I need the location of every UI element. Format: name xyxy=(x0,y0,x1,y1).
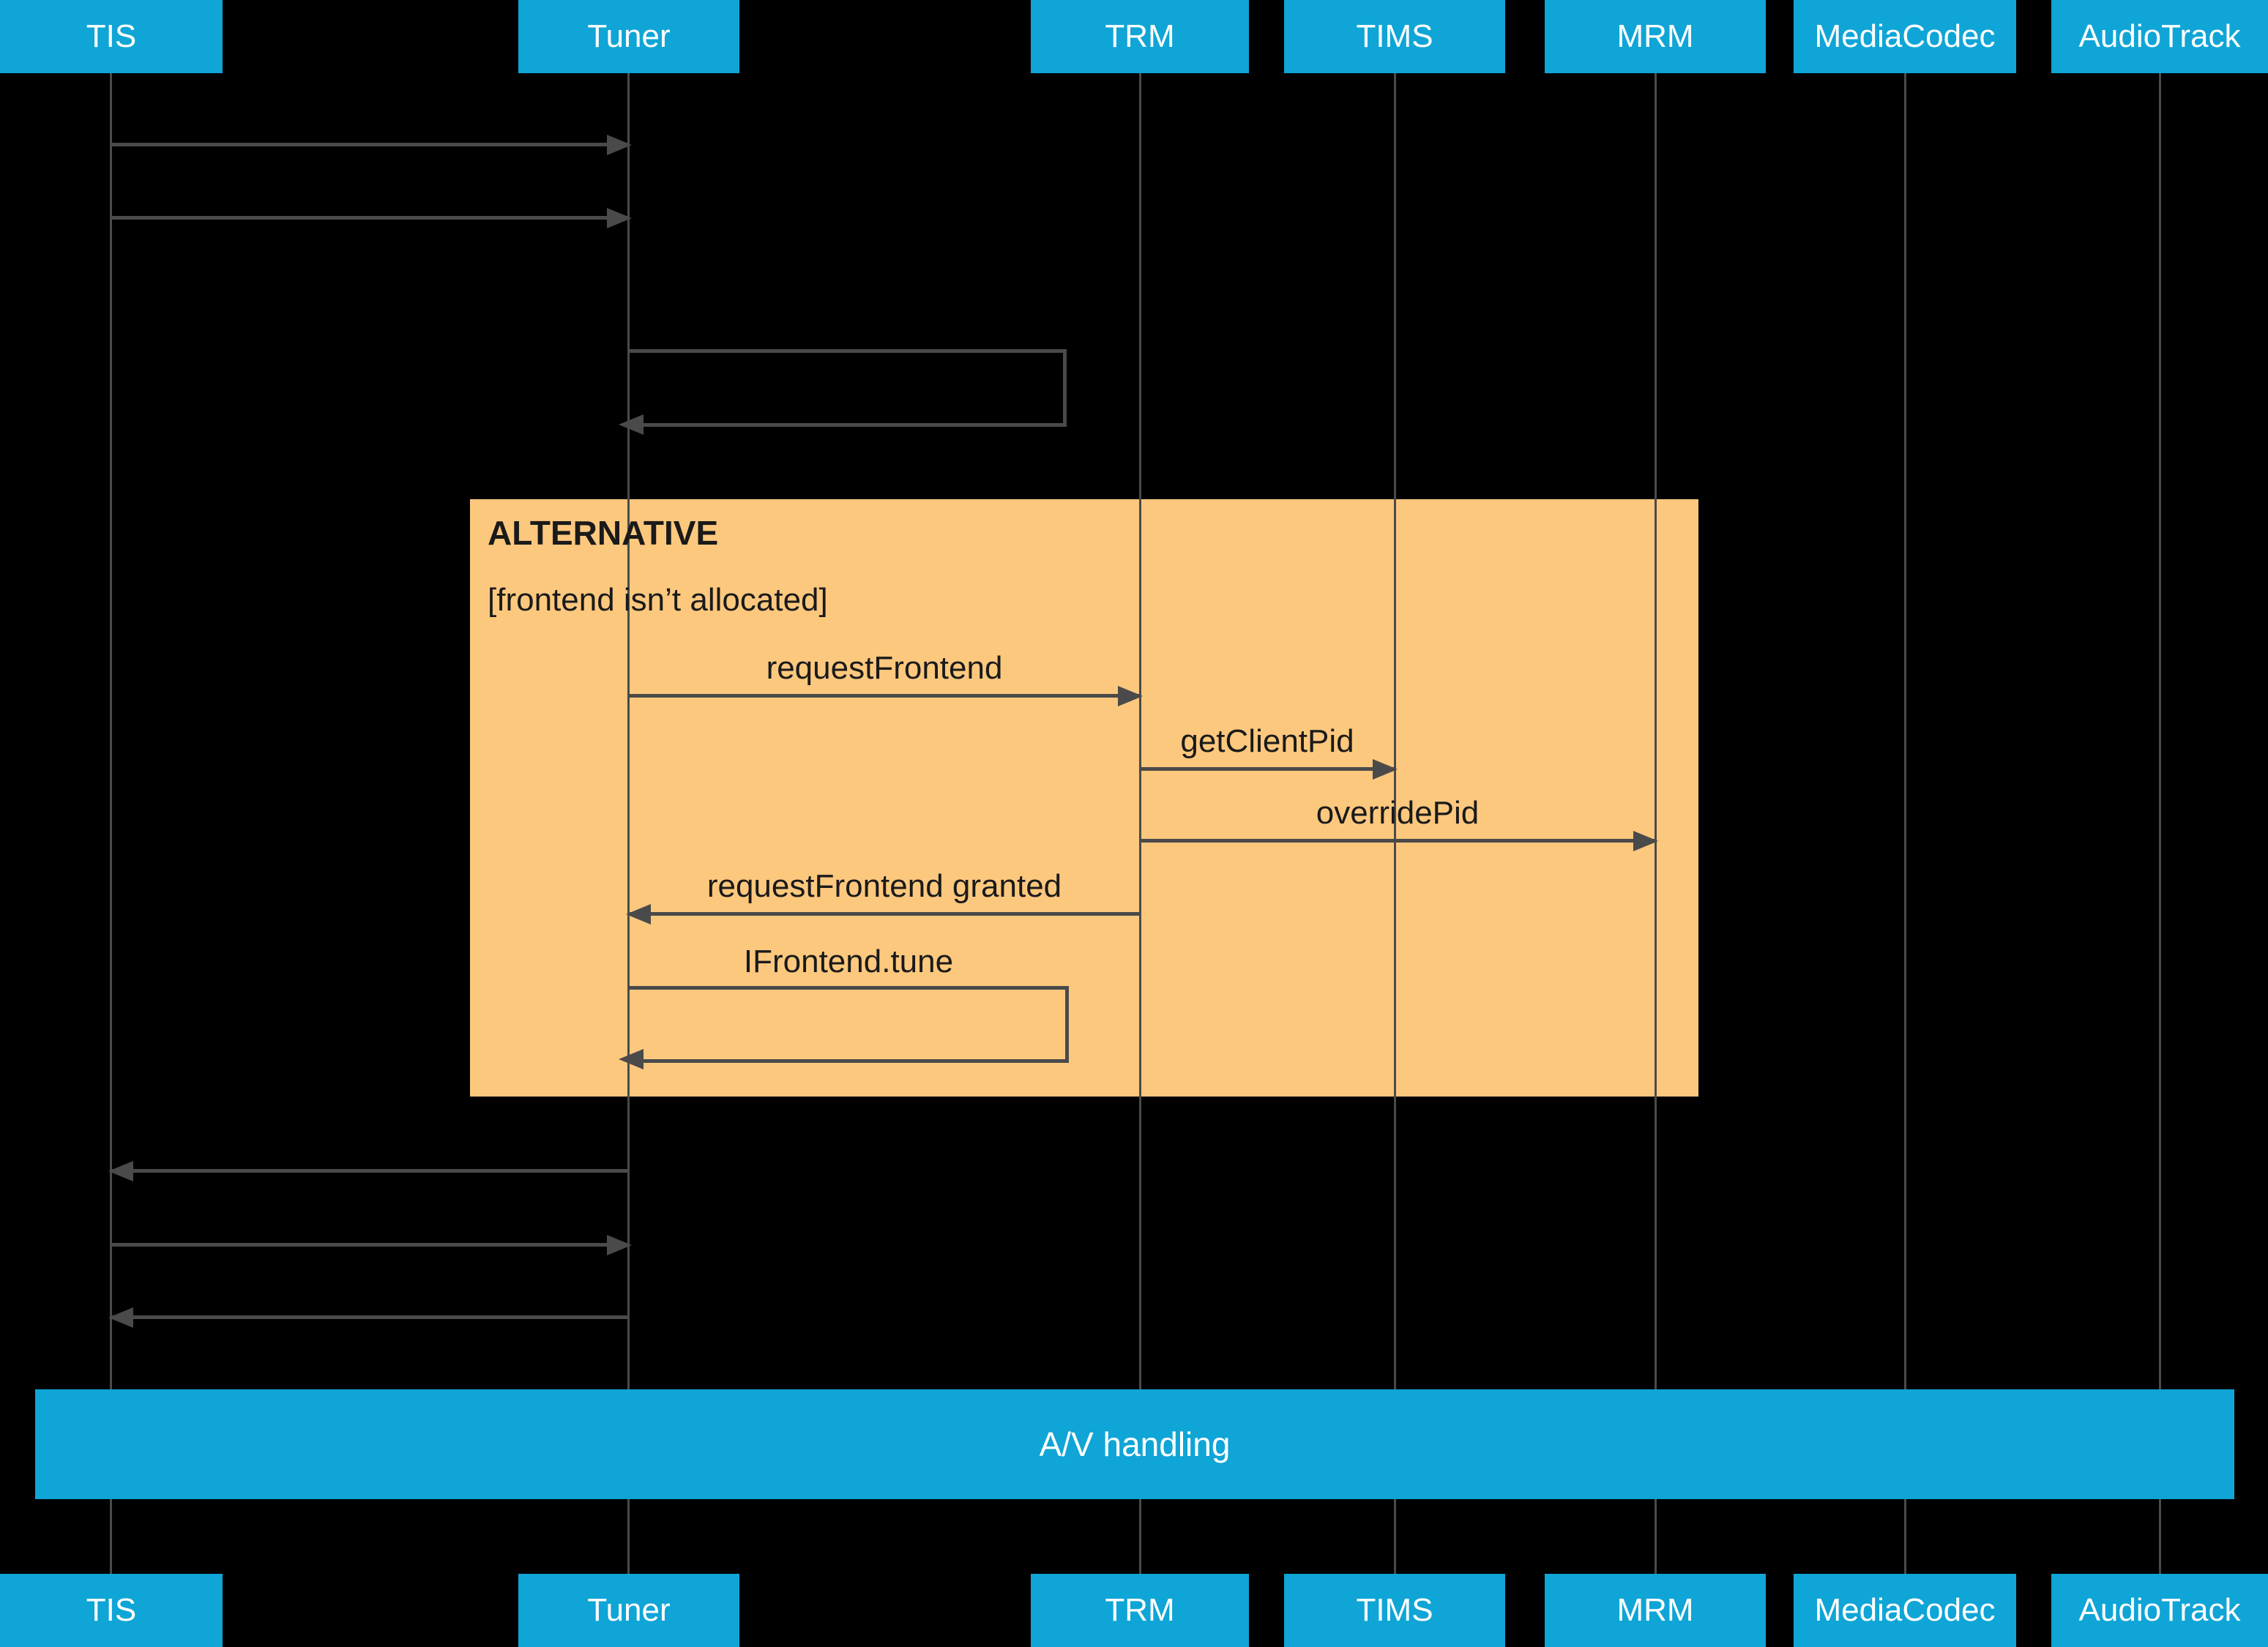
arrowhead-icon xyxy=(1373,758,1398,780)
arrowhead-icon xyxy=(607,1234,632,1255)
lifeline-tuner xyxy=(627,73,630,1574)
message-arrow-getclientpid: getClientPid xyxy=(1140,723,1398,780)
message-arrow-tis-tuner-2 xyxy=(111,207,632,228)
message-arrow-tuner-tis-1 xyxy=(108,1160,629,1181)
av-handling-label: A/V handling xyxy=(1039,1425,1231,1463)
alt-guard: [frontend isn’t allocated] xyxy=(488,582,828,618)
participant-bottom-mediacodec: MediaCodec xyxy=(1794,1574,2016,1647)
self-message-ifrontend-tune xyxy=(629,986,1069,1063)
participant-top-mediacodec: MediaCodec xyxy=(1794,0,2016,73)
lifeline-mrm xyxy=(1655,73,1657,1574)
arrowhead-icon xyxy=(108,1160,133,1181)
message-label: IFrontend.tune xyxy=(743,944,954,979)
self-message-tuner xyxy=(629,349,1067,427)
message-arrow-requestfrontend: requestFrontend xyxy=(629,650,1143,706)
participant-top-tims: TIMS xyxy=(1284,0,1505,73)
participant-bottom-tis: TIS xyxy=(0,1574,223,1647)
message-arrow-tis-tuner-3 xyxy=(111,1234,632,1255)
alt-block xyxy=(470,499,1698,1097)
message-arrow-overridepid: overridePid xyxy=(1140,795,1658,851)
arrowhead-icon xyxy=(1633,830,1658,851)
message-arrow-tuner-tis-2 xyxy=(108,1307,629,1328)
participant-bottom-audiotrack: AudioTrack xyxy=(2051,1574,2268,1647)
message-label: requestFrontend granted xyxy=(706,868,1062,904)
lifeline-tims xyxy=(1394,73,1396,1574)
arrowhead-icon xyxy=(607,134,632,155)
participant-top-tuner: Tuner xyxy=(518,0,739,73)
arrowhead-icon xyxy=(1118,685,1143,706)
participant-top-trm: TRM xyxy=(1031,0,1249,73)
av-handling-bar: A/V handling xyxy=(35,1389,2234,1499)
participant-top-audiotrack: AudioTrack xyxy=(2051,0,2268,73)
message-arrow-tis-tuner-1 xyxy=(111,134,632,155)
message-label: overridePid xyxy=(1316,795,1480,831)
message-arrow-requestfrontend-granted: requestFrontend granted xyxy=(626,868,1140,925)
arrowhead-icon xyxy=(108,1307,133,1328)
lifeline-audiotrack xyxy=(2159,73,2161,1574)
arrowhead-icon xyxy=(607,207,632,228)
participant-bottom-trm: TRM xyxy=(1031,1574,1249,1647)
message-label: requestFrontend xyxy=(766,650,1003,686)
participant-bottom-mrm: MRM xyxy=(1545,1574,1766,1647)
alt-title: ALTERNATIVE xyxy=(488,514,719,552)
participant-top-mrm: MRM xyxy=(1545,0,1766,73)
participant-bottom-tuner: Tuner xyxy=(518,1574,739,1647)
participant-bottom-tims: TIMS xyxy=(1284,1574,1505,1647)
arrowhead-icon xyxy=(619,1049,644,1069)
lifeline-trm xyxy=(1139,73,1141,1574)
lifeline-mediacodec xyxy=(1904,73,1906,1574)
message-label: getClientPid xyxy=(1180,723,1354,759)
lifeline-tis xyxy=(110,73,112,1574)
participant-top-tis: TIS xyxy=(0,0,223,73)
arrowhead-icon xyxy=(626,903,651,925)
arrowhead-icon xyxy=(619,414,644,435)
